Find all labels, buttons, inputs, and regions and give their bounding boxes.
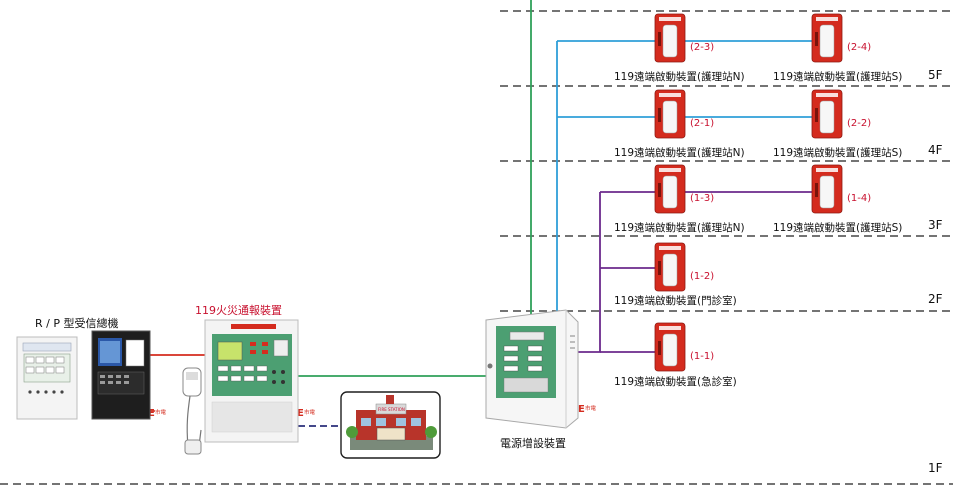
handset-icon — [819, 24, 835, 58]
remote-device-hinge — [815, 183, 818, 197]
remote-device-hinge — [815, 108, 818, 122]
mains-marker-power-unit: E 市電 — [578, 404, 597, 415]
floor-label-5f: 5F — [928, 68, 943, 82]
remote-device-label: 119遠端啟動裝置(護理站S) — [773, 146, 902, 159]
remote-device-label: 119遠端啟動裝置(急診室) — [614, 375, 737, 388]
floor-separators — [0, 10, 953, 485]
floor-label-1f: 1F — [928, 461, 943, 475]
remote-device-label: 119遠端啟動裝置(護理站N) — [614, 221, 745, 234]
fire-alarm-device: 119火災通報裝置 — [182, 304, 299, 455]
remote-device-plate — [659, 168, 681, 172]
handset-icon — [662, 100, 678, 134]
fire-station-sign: FIRE STATION — [378, 407, 405, 412]
remote-start-device: (1-1) 119遠端啟動裝置(急診室) — [614, 322, 737, 388]
rp-panel-label: R / P 型受信總機 — [35, 316, 118, 330]
remote-device-code: (1-4) — [847, 193, 871, 204]
remote-device-hinge — [658, 341, 661, 355]
floor-label-2f: 2F — [928, 292, 943, 306]
remote-device-code: (1-3) — [690, 193, 714, 204]
svg-text:E: E — [148, 408, 155, 419]
remote-device-label: 119遠端啟動裝置(護理站N) — [614, 70, 745, 83]
remote-device-hinge — [658, 32, 661, 46]
remote-device-code: (2-3) — [690, 42, 714, 53]
floor-label-3f: 3F — [928, 218, 943, 232]
mains-label: 市電 — [585, 404, 597, 412]
rp-receiver-panel: R / P 型受信總機 — [16, 316, 151, 420]
remote-device-code: (1-2) — [690, 271, 714, 282]
remote-device-plate — [659, 17, 681, 21]
remote-device-plate — [659, 246, 681, 250]
remote-devices: (2-3) 119遠端啟動裝置(護理站N) (2-4) 119遠端啟動裝置(護理站S)… — [614, 13, 902, 388]
remote-device-plate — [659, 326, 681, 330]
remote-device-hinge — [658, 261, 661, 275]
remote-start-device: (1-3) 119遠端啟動裝置(護理站N) — [614, 164, 745, 234]
mains-label: 市電 — [155, 408, 167, 416]
remote-device-hinge — [815, 32, 818, 46]
remote-device-label: 119遠端啟動裝置(護理站S) — [773, 221, 902, 234]
remote-device-plate — [659, 93, 681, 97]
remote-device-plate — [816, 17, 838, 21]
remote-device-code: (2-1) — [690, 118, 714, 129]
handset-icon — [182, 367, 202, 455]
remote-device-plate — [816, 93, 838, 97]
remote-device-hinge — [658, 108, 661, 122]
remote-start-device: (2-3) 119遠端啟動裝置(護理站N) — [614, 13, 745, 83]
mains-marker-device: E 市電 — [297, 408, 316, 419]
svg-text:E: E — [297, 408, 304, 419]
floor-label-4f: 4F — [928, 143, 943, 157]
handset-icon — [819, 100, 835, 134]
handset-icon — [662, 253, 678, 287]
purple-riser-wire — [578, 192, 601, 353]
alarm-device-label: 119火災通報裝置 — [195, 304, 282, 317]
remote-device-plate — [816, 168, 838, 172]
remote-start-device: (2-1) 119遠端啟動裝置(護理站N) — [614, 89, 745, 159]
handset-icon — [662, 175, 678, 209]
remote-start-device: (1-2) 119遠端啟動裝置(門診室) — [614, 242, 737, 307]
handset-icon — [819, 175, 835, 209]
remote-device-label: 119遠端啟動裝置(門診室) — [614, 294, 737, 307]
remote-device-code: (2-2) — [847, 118, 871, 129]
svg-text:E: E — [578, 404, 585, 415]
power-supply-unit: 電源增設裝置 — [485, 309, 579, 450]
remote-start-device: (1-4) 119遠端啟動裝置(護理站S) — [773, 164, 902, 234]
remote-device-label: 119遠端啟動裝置(護理站S) — [773, 70, 902, 83]
remote-device-hinge — [658, 183, 661, 197]
remote-device-code: (2-4) — [847, 42, 871, 53]
remote-device-code: (1-1) — [690, 351, 714, 362]
remote-start-device: (2-2) 119遠端啟動裝置(護理站S) — [773, 89, 902, 159]
mains-label: 市電 — [304, 408, 316, 416]
remote-device-label: 119遠端啟動裝置(護理站N) — [614, 146, 745, 159]
remote-start-device: (2-4) 119遠端啟動裝置(護理站S) — [773, 13, 902, 83]
handset-icon — [662, 24, 678, 58]
fire-station-icon: FIRE STATION — [340, 391, 441, 459]
wiring — [150, 0, 818, 427]
handset-icon — [662, 333, 678, 367]
floor-labels: 5F 4F 3F 2F 1F — [928, 68, 943, 475]
power-unit-label: 電源增設裝置 — [500, 436, 566, 450]
